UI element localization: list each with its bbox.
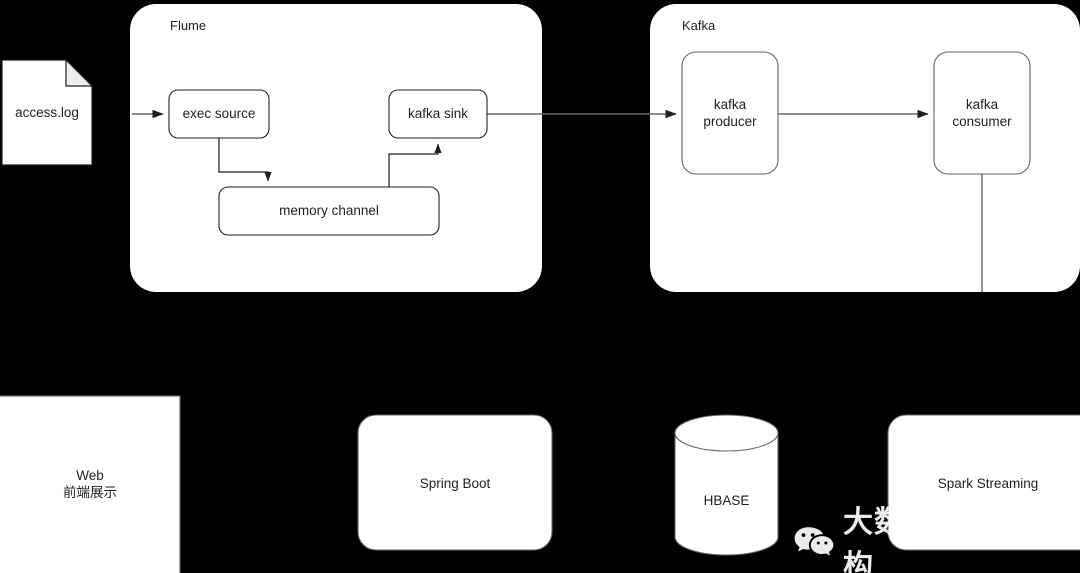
node-kafka-producer[interactable] [681, 51, 779, 175]
node-spring-boot[interactable] [357, 414, 553, 551]
flume-group-label: Flume [170, 18, 207, 33]
node-hbase[interactable] [674, 414, 779, 556]
edge-exec-to-channel [218, 138, 272, 182]
node-spark-streaming[interactable] [887, 414, 1080, 551]
node-memory-channel[interactable] [218, 186, 440, 236]
node-access-log[interactable] [1, 58, 94, 166]
node-web-frontend[interactable] [0, 395, 181, 573]
flume-group-container[interactable] [130, 4, 542, 292]
node-kafka-sink[interactable] [388, 89, 488, 139]
edge-channel-to-sink [388, 143, 442, 187]
node-exec-source[interactable] [168, 89, 270, 139]
node-kafka-consumer[interactable] [933, 51, 1031, 175]
kafka-group-label: Kafka [682, 18, 716, 33]
